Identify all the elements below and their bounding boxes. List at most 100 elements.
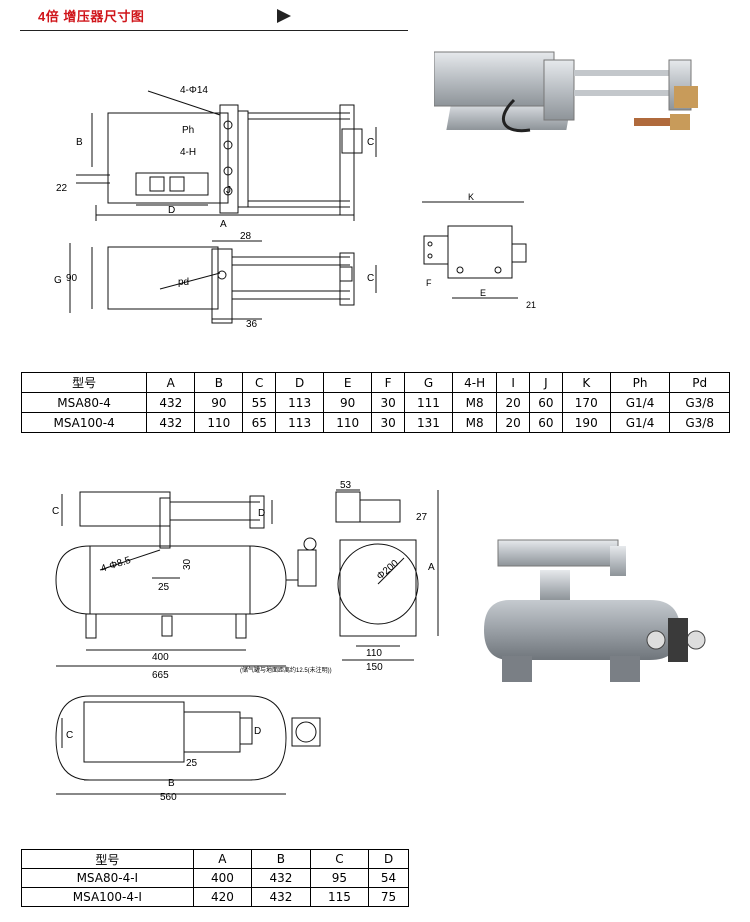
table-cell: 75	[368, 887, 409, 907]
table-header-row: 型号 A B C D	[21, 849, 409, 869]
label-21: 21	[526, 300, 536, 310]
table-cell: 420	[192, 887, 253, 907]
table-cell: G1/4	[609, 412, 671, 433]
table-cell: M8	[452, 412, 498, 433]
label-25: 25	[158, 582, 170, 593]
header-cell: F	[371, 372, 405, 393]
table-cell: 190	[561, 412, 611, 433]
label-K: K	[468, 192, 474, 202]
table-cell: 90	[194, 392, 244, 413]
label-D: D	[254, 726, 261, 737]
header-cell: D	[275, 372, 325, 393]
table-row: MSA100-4-I 420 432 115 75	[21, 887, 409, 907]
table-row: MSA100-4 432 110 65 113 110 30 131 M8 20…	[20, 412, 730, 433]
header-cell: A	[146, 372, 196, 393]
label-53: 53	[340, 480, 352, 491]
table-cell: 432	[146, 412, 196, 433]
header-cell: 型号	[21, 849, 194, 869]
table-row: MSA80-4 432 90 55 113 90 30 111 M8 20 60…	[20, 392, 730, 413]
label-D: D	[168, 205, 175, 216]
label-665: 665	[152, 670, 169, 681]
label-J: J	[226, 185, 231, 196]
header-cell: Ph	[609, 372, 671, 393]
header-cell: K	[561, 372, 611, 393]
header-divider	[20, 30, 408, 31]
label-pd: pd	[178, 277, 189, 288]
tank-booster-photo	[484, 539, 706, 682]
label-E: E	[480, 288, 486, 298]
cell-model: MSA80-4	[20, 392, 148, 413]
label-36: 36	[246, 319, 258, 330]
label-dia200: Φ200	[375, 558, 401, 583]
label-C: C	[66, 730, 73, 741]
header-cell: E	[323, 372, 373, 393]
table-cell: 20	[496, 392, 530, 413]
label-note: (储气罐与地面距离约12.5(未注明))	[240, 666, 332, 674]
table-cell: 115	[309, 887, 370, 907]
label-A: A	[220, 219, 227, 230]
label-C: C	[52, 506, 59, 517]
table-cell: 95	[309, 868, 370, 888]
label-4H: 4-H	[180, 147, 196, 158]
label-400: 400	[152, 652, 169, 663]
table-cell: 432	[146, 392, 196, 413]
table-cell: G3/8	[669, 392, 730, 413]
label-Ph: Ph	[182, 125, 194, 136]
label-150: 150	[366, 662, 383, 673]
drawing-booster-top-views: 4-Φ14 B Ph 4-H C J 22 D A 28 G 90 pd C 3…	[54, 85, 377, 330]
table-header-row: 型号 A B C D E F G 4-H I J K Ph Pd	[20, 372, 730, 393]
spec-table-booster: 型号 A B C D E F G 4-H I J K Ph Pd MSA80-4…	[20, 372, 730, 433]
table-cell: 432	[251, 868, 311, 888]
table-cell: 400	[192, 868, 253, 888]
label-hole: 4-Φ14	[180, 85, 208, 96]
drawing-booster-side-view: K F E 21	[422, 192, 536, 310]
table-cell: 54	[368, 868, 409, 888]
table-cell: 30	[371, 392, 405, 413]
table-cell: 113	[275, 412, 325, 433]
header-cell: B	[251, 849, 311, 869]
page-title: 4倍 增压器尺寸图	[38, 9, 145, 24]
header-cell: Pd	[669, 372, 730, 393]
label-B: B	[168, 778, 175, 789]
header-cell: C	[242, 372, 277, 393]
label-B: B	[76, 137, 83, 148]
table-cell: 60	[528, 412, 563, 433]
label-D: D	[258, 508, 265, 519]
table-cell: 131	[403, 412, 454, 433]
header-cell: G	[403, 372, 454, 393]
table-cell: G3/8	[669, 412, 730, 433]
label-27: 27	[416, 512, 428, 523]
label-110: 110	[366, 648, 382, 659]
label-hole-8.5: 4-Φ8.5	[100, 555, 133, 575]
table-cell: G1/4	[609, 392, 671, 413]
label-30: 30	[182, 558, 193, 570]
body-outline	[107, 112, 229, 204]
cell-model: MSA100-4	[20, 412, 148, 433]
cell-model: MSA80-4-I	[21, 868, 194, 888]
table-cell: 55	[242, 392, 277, 413]
table-cell: 20	[496, 412, 530, 433]
drawing-tank-top-view: C D 25 B 560	[55, 695, 321, 803]
label-C2: C	[367, 273, 374, 284]
label-C: C	[367, 137, 374, 148]
label-22: 22	[56, 183, 68, 194]
label-28: 28	[240, 231, 252, 242]
table-cell: M8	[452, 392, 498, 413]
table-cell: 30	[371, 412, 405, 433]
header-cell: B	[194, 372, 244, 393]
label-25: 25	[186, 758, 198, 769]
table-cell: 111	[403, 392, 454, 413]
booster-photo	[434, 51, 698, 133]
header-cell: A	[192, 849, 253, 869]
header-cell: D	[368, 849, 409, 869]
table-cell: 90	[323, 392, 373, 413]
label-90: 90	[66, 273, 78, 284]
header-cell: J	[528, 372, 563, 393]
table-cell: 432	[251, 887, 311, 907]
label-A: A	[428, 562, 435, 573]
header-cell: 型号	[20, 372, 148, 393]
table-cell: 170	[561, 392, 611, 413]
spec-table-tank: 型号 A B C D MSA80-4-I 400 432 95 54 MSA10…	[21, 849, 409, 907]
table-cell: 65	[242, 412, 277, 433]
header-cell: I	[496, 372, 530, 393]
